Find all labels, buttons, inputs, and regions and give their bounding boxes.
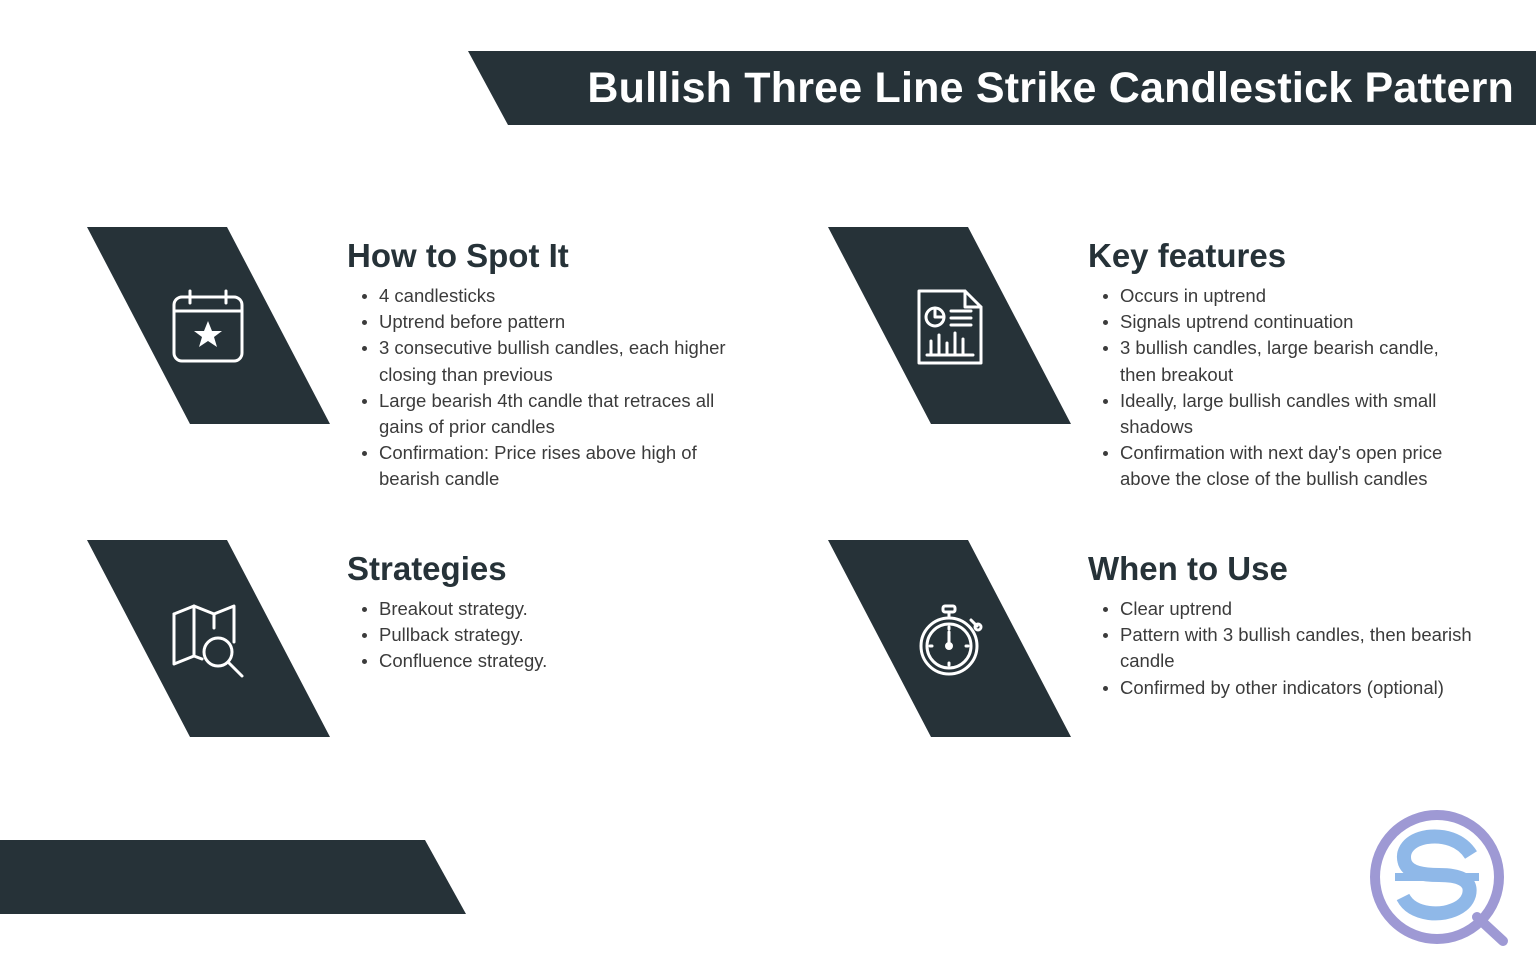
section-heading: When to Use xyxy=(1088,550,1288,587)
bullet-list: Clear uptrend Pattern with 3 bullish can… xyxy=(1088,596,1473,701)
list-item: Uptrend before pattern xyxy=(347,309,727,335)
title-banner: Bullish Three Line Strike Candlestick Pa… xyxy=(468,51,1536,125)
when-to-use-icon-panel xyxy=(828,540,1071,737)
section-heading: Key features xyxy=(1088,237,1287,274)
list-item: Pullback strategy. xyxy=(347,622,727,648)
section-how-to-spot-it: How to Spot It 4 candlesticks Uptrend be… xyxy=(347,237,727,493)
page-title: Bullish Three Line Strike Candlestick Pa… xyxy=(587,64,1514,112)
section-heading: Strategies xyxy=(347,550,507,587)
calendar-star-icon xyxy=(168,287,248,367)
list-item: Clear uptrend xyxy=(1088,596,1473,622)
section-key-features: Key features Occurs in uptrend Signals u… xyxy=(1088,237,1473,493)
section-strategies: Strategies Breakout strategy. Pullback s… xyxy=(347,550,727,675)
spot-it-icon-panel xyxy=(87,227,330,424)
report-chart-icon xyxy=(909,287,989,367)
section-heading: How to Spot It xyxy=(347,237,569,274)
strategies-icon-panel xyxy=(87,540,330,737)
bullet-list: Breakout strategy. Pullback strategy. Co… xyxy=(347,596,727,675)
list-item: 3 bullish candles, large bearish candle,… xyxy=(1088,335,1473,387)
list-item: 3 consecutive bullish candles, each high… xyxy=(347,335,727,387)
list-item: Large bearish 4th candle that retraces a… xyxy=(347,388,727,440)
bullet-list: Occurs in uptrend Signals uptrend contin… xyxy=(1088,283,1473,493)
list-item: Confirmed by other indicators (optional) xyxy=(1088,675,1473,701)
list-item: Breakout strategy. xyxy=(347,596,727,622)
bullet-list: 4 candlesticks Uptrend before pattern 3 … xyxy=(347,283,727,493)
list-item: Pattern with 3 bullish candles, then bea… xyxy=(1088,622,1473,674)
list-item: Confirmation: Price rises above high of … xyxy=(347,440,727,492)
map-search-icon xyxy=(168,600,248,680)
key-features-icon-panel xyxy=(828,227,1071,424)
list-item: Confirmation with next day's open price … xyxy=(1088,440,1473,492)
brand-logo xyxy=(1365,805,1515,955)
decorative-bottom-bar xyxy=(0,840,466,914)
list-item: Ideally, large bullish candles with smal… xyxy=(1088,388,1473,440)
list-item: Signals uptrend continuation xyxy=(1088,309,1473,335)
list-item: 4 candlesticks xyxy=(347,283,727,309)
stopwatch-icon xyxy=(909,600,989,680)
list-item: Confluence strategy. xyxy=(347,648,727,674)
section-when-to-use: When to Use Clear uptrend Pattern with 3… xyxy=(1088,550,1473,701)
list-item: Occurs in uptrend xyxy=(1088,283,1473,309)
